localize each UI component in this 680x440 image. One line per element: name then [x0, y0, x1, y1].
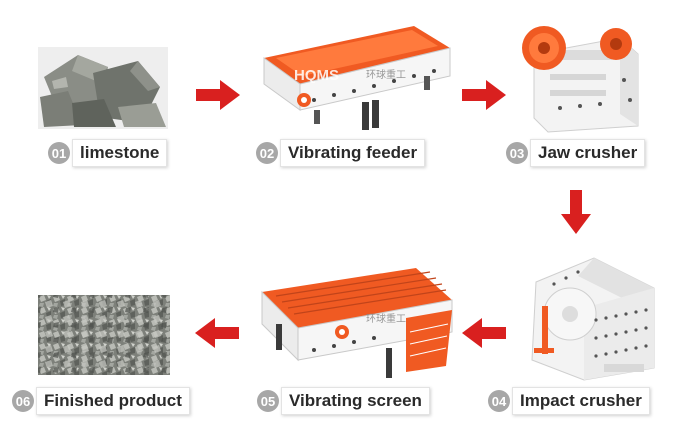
step-badge: 06	[12, 390, 34, 412]
label-finished-product: 06 Finished product	[12, 387, 190, 415]
label-limestone: 01 limestone	[48, 139, 168, 167]
step-badge: 03	[506, 142, 528, 164]
vibrating-feeder-image: HQMS 环球重工	[263, 26, 451, 130]
step-label: limestone	[72, 139, 168, 167]
step-badge: 04	[488, 390, 510, 412]
arrow-left-icon	[195, 318, 239, 348]
label-impact-crusher: 04 Impact crusher	[488, 387, 650, 415]
arrow-right-icon	[462, 80, 506, 110]
watermark-cn: 环球重工	[366, 68, 406, 81]
label-jaw-crusher: 03 Jaw crusher	[506, 139, 646, 167]
step-badge: 05	[257, 390, 279, 412]
step-label: Impact crusher	[512, 387, 650, 415]
step-label: Jaw crusher	[530, 139, 646, 167]
step-badge: 01	[48, 142, 70, 164]
jaw-crusher-image	[522, 26, 639, 133]
step-label: Finished product	[36, 387, 190, 415]
arrow-right-icon	[196, 80, 240, 110]
label-vibrating-screen: 05 Vibrating screen	[257, 387, 430, 415]
step-badge: 02	[256, 142, 278, 164]
label-vibrating-feeder: 02 Vibrating feeder	[256, 139, 426, 167]
arrow-left-icon	[462, 318, 506, 348]
vibrating-screen-image: 环球重工	[261, 268, 453, 378]
watermark-cn: 环球重工	[366, 312, 406, 325]
arrow-down-icon	[561, 190, 591, 234]
watermark-brand: HQMS	[294, 67, 339, 84]
step-label: Vibrating feeder	[280, 139, 426, 167]
step-label: Vibrating screen	[281, 387, 430, 415]
impact-crusher-image	[531, 257, 655, 381]
limestone-image	[38, 47, 168, 129]
finished-product-image	[38, 295, 170, 375]
